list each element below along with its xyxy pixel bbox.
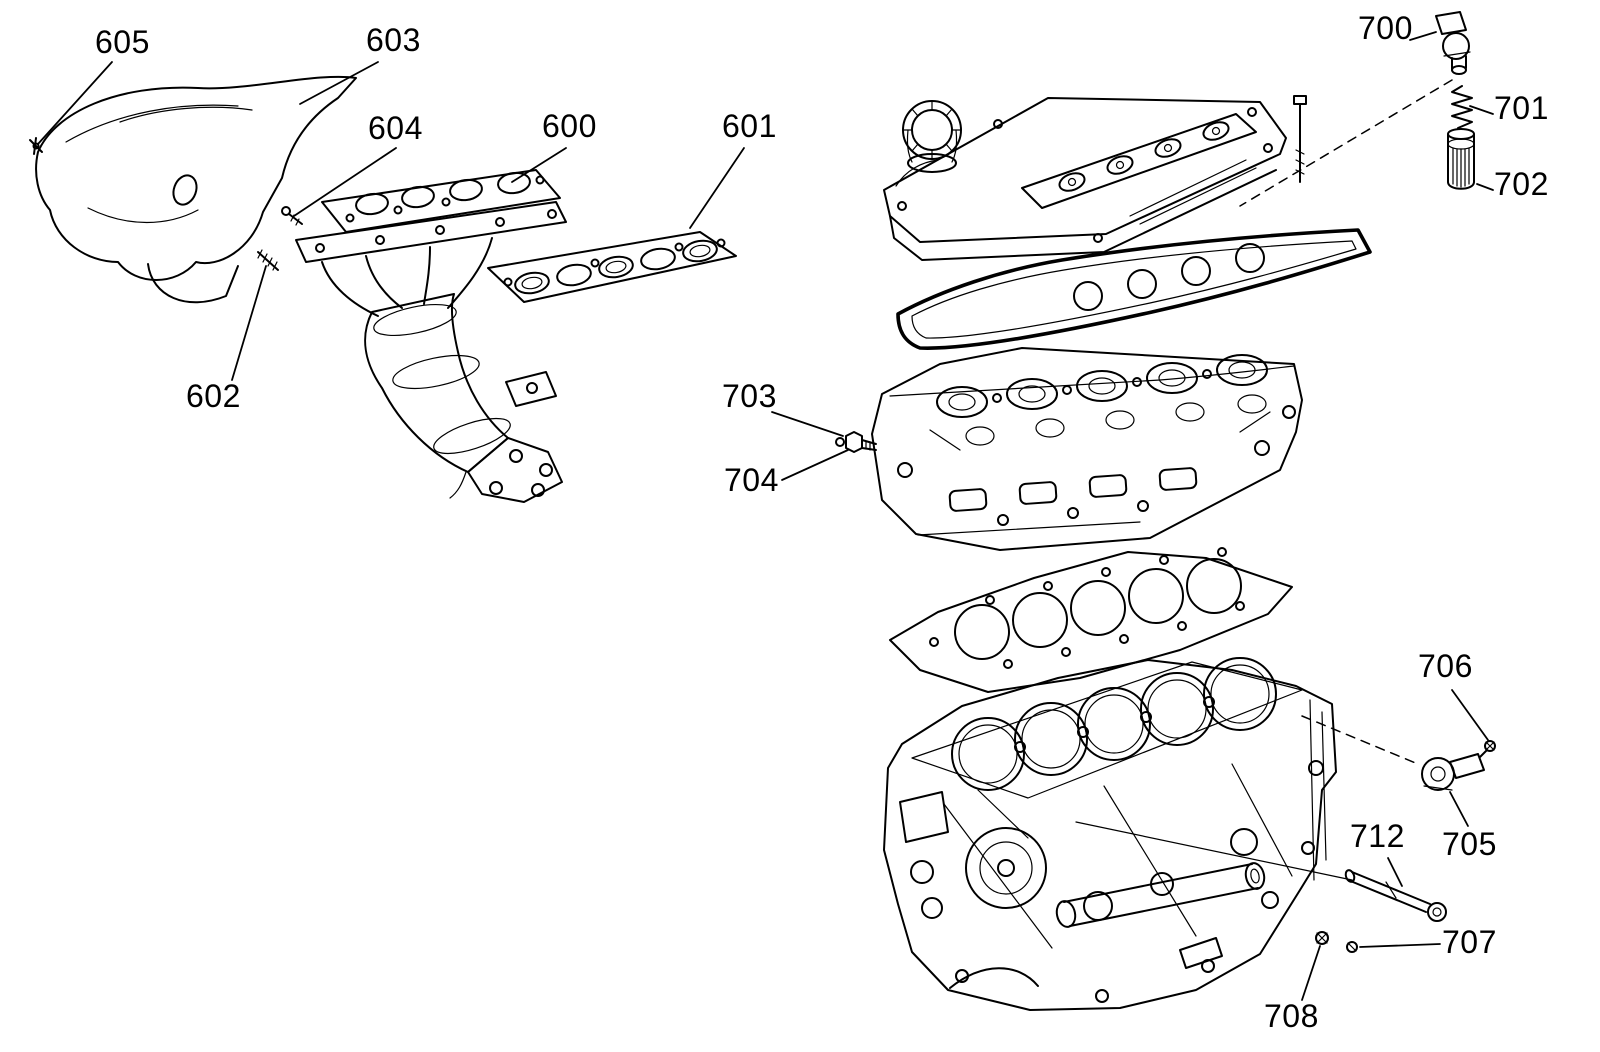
callout-602: 602 xyxy=(186,378,241,414)
manifold-stud xyxy=(257,249,279,271)
catalytic-converter xyxy=(364,293,563,503)
valve-cover xyxy=(883,97,1287,261)
leader-line-600 xyxy=(511,147,567,183)
heat-shield-clip xyxy=(29,137,43,155)
callout-604: 604 xyxy=(368,110,423,146)
callout-601: 601 xyxy=(722,108,777,144)
leader-line-701 xyxy=(1469,105,1494,115)
callout-707: 707 xyxy=(1442,924,1497,960)
leader-line-605 xyxy=(37,61,113,145)
leader-lines xyxy=(37,31,1494,1001)
valve-cover-bolt xyxy=(1293,95,1307,183)
callout-600: 600 xyxy=(542,108,597,144)
manifold-bolt xyxy=(281,206,303,226)
engine-block xyxy=(883,657,1353,1011)
leader-line-707 xyxy=(1359,943,1441,948)
leader-line-604 xyxy=(293,147,397,217)
callout-700: 700 xyxy=(1358,10,1413,46)
callout-605: 605 xyxy=(95,24,150,60)
callout-706: 706 xyxy=(1418,648,1473,684)
callout-603: 603 xyxy=(366,22,421,58)
camshaft-position-sensor xyxy=(1239,11,1471,207)
leader-line-706 xyxy=(1451,689,1489,741)
sensor-spring xyxy=(1451,85,1473,129)
knock-sensor-bolt xyxy=(1479,740,1496,758)
leader-line-705 xyxy=(1449,791,1469,827)
oil-level-indicator-tube xyxy=(1344,869,1447,922)
leader-line-712 xyxy=(1387,857,1403,887)
leader-line-602 xyxy=(231,265,267,381)
exhaust-manifold-gasket xyxy=(321,169,561,233)
sensor-tube xyxy=(1447,128,1475,190)
callout-708: 708 xyxy=(1264,998,1319,1034)
callout-701: 701 xyxy=(1494,90,1549,126)
exhaust-pipe-gasket xyxy=(487,231,737,303)
knock-sensor xyxy=(1301,715,1485,791)
leader-line-708 xyxy=(1301,945,1321,1001)
leader-line-601 xyxy=(689,147,745,229)
coolant-temperature-sensor xyxy=(835,431,877,453)
block-drain-bolt xyxy=(1346,941,1358,953)
leader-line-700 xyxy=(1409,31,1437,41)
valve-cover-gasket xyxy=(896,228,1372,350)
head-gasket xyxy=(889,547,1293,693)
leader-line-603 xyxy=(299,61,379,105)
callout-702: 702 xyxy=(1494,166,1549,202)
oil-filler-cap xyxy=(902,100,962,173)
callout-712: 712 xyxy=(1350,818,1405,854)
oil-gallery-plug xyxy=(1315,931,1329,945)
leader-line-704 xyxy=(781,449,849,481)
callout-705: 705 xyxy=(1442,826,1497,862)
leader-line-703 xyxy=(771,411,844,437)
cylinder-head xyxy=(871,347,1303,551)
leader-line-702 xyxy=(1476,183,1494,191)
heat-shield xyxy=(35,75,357,304)
callout-703: 703 xyxy=(722,378,777,414)
callout-704: 704 xyxy=(724,462,779,498)
